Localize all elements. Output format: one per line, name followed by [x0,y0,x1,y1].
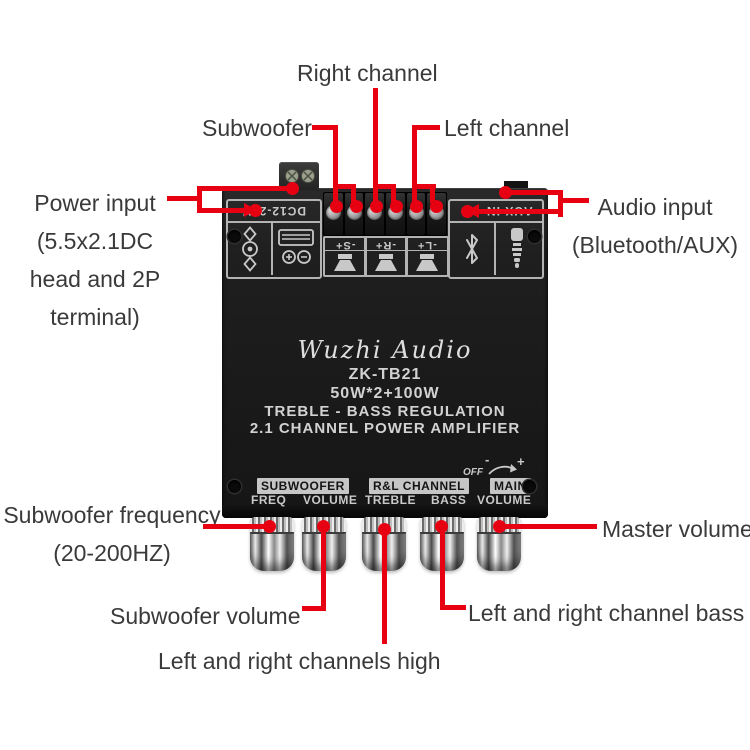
main-group-label: MAIN [490,478,531,494]
leader-dot [430,200,443,213]
audio-input-panel: AUX IN [448,199,544,279]
leader-line-audio-dash [561,198,589,203]
leader-dot [390,200,403,213]
speaker-terminal-strip [323,192,447,236]
volume-min-label: - [485,452,490,467]
power-terminal-screws [285,169,315,183]
callout-subwoofer-frequency: Subwoofer frequency (20-200HZ) [3,502,221,566]
leader-fork-left [412,184,436,189]
leader-line-audio-top [505,190,563,195]
mounting-hole [528,230,541,243]
volume-arc-icon [488,464,517,475]
leader-dot [435,520,448,533]
leader-line-subvolume-h [302,606,326,611]
subwoofer-volume-label: VOLUME [303,493,358,507]
model-number: ZK-TB21 [348,366,422,383]
callout-master-volume: Master volume [602,516,750,542]
mounting-hole [228,230,241,243]
main-volume-label: VOLUME [477,493,532,507]
leader-line-power-top [197,186,292,191]
leader-dot [370,200,383,213]
leader-dot [410,200,423,213]
subwoofer-group-label: SUBWOOFER [257,478,349,494]
leader-dot [350,200,363,213]
leader-line-power-bottom [197,208,244,213]
callout-subwoofer-volume: Subwoofer volume [110,603,301,629]
power-terminal-2p [279,162,319,190]
leader-line-right-channel [373,88,378,186]
leader-line-audio-bottom [478,209,563,214]
dc-jack-icon [242,226,258,272]
leader-drop [333,184,338,203]
leader-fork-right [373,184,396,189]
leader-drop [373,184,378,203]
subwoofer-output-box: -S+ [323,236,367,277]
rl-channel-group-label: R&L CHANNEL [369,478,469,494]
leader-drop [412,184,417,203]
left-terminal-label: -L+ [417,239,437,251]
speaker-icon [416,254,438,271]
aux-jack-bump [504,181,528,190]
leader-line-subwoofer-v [333,125,338,186]
mounting-hole [228,480,241,493]
leader-line-freq [203,524,266,529]
terminal-block-icon [278,229,314,264]
leader-line-bass-h [440,605,466,610]
leader-dot [263,520,276,533]
leader-line-power-dash [167,196,200,201]
off-label: OFF [463,467,483,478]
dc-input-panel: DC12-24V [226,199,322,279]
board-subtitle-2: 2.1 CHANNEL POWER AMPLIFIER [249,420,521,437]
leader-line-treble [382,530,387,644]
leader-line-power-v [197,186,202,213]
callout-lr-channels-high: Left and right channels high [158,648,441,674]
leader-line-subvolume-v [321,527,326,611]
board-subtitle-1: TREBLE - BASS REGULATION [264,403,506,420]
leader-line-bass-v [440,527,445,610]
leader-dot [499,186,512,199]
right-output-box: -R+ [364,236,408,277]
leader-line-audio-v [558,190,563,217]
leader-drop [430,184,435,203]
leader-line-left-channel [412,125,440,130]
leader-fork-subwoofer [333,184,356,189]
callout-subwoofer: Subwoofer [202,115,312,141]
freq-label: FREQ [251,493,287,507]
treble-label: TREBLE [365,493,416,507]
leader-dot [249,204,262,217]
speaker-icon [334,254,356,271]
left-output-box: -L+ [405,236,449,277]
callout-audio-input: Audio input (Bluetooth/AUX) [571,194,739,258]
leader-drop [351,184,356,203]
amplifier-board [222,188,548,518]
speaker-icon [375,254,397,271]
callout-left-channel: Left channel [444,115,570,141]
leader-dot [461,205,474,218]
leader-line-subwoofer [312,125,338,130]
divider [271,223,273,275]
mounting-hole [523,480,536,493]
leader-line-left-channel-v [412,125,417,186]
bluetooth-icon [466,234,478,264]
callout-lr-channel-bass: Left and right channel bass [468,600,745,626]
leader-dot [286,182,299,195]
right-terminal-label: -R+ [375,239,397,251]
callout-power-input: Power input (5.5x2.1DC head and 2P termi… [29,190,161,330]
leader-dot [317,520,330,533]
subwoofer-terminal-label: -S+ [334,239,356,251]
leader-dot [378,523,391,536]
leader-drop [391,184,396,203]
leader-dot [493,520,506,533]
brand-logo: Wuzhi Audio [297,336,473,364]
callout-right-channel: Right channel [297,60,438,86]
board-front-edge [222,505,548,518]
power-rating: 50W*2+100W [330,385,440,402]
bass-label: BASS [431,493,467,507]
leader-line-master [501,524,597,529]
aux-jack-icon [511,228,523,268]
divider [494,223,496,275]
leader-dot [330,200,343,213]
volume-max-label: + [517,454,525,469]
